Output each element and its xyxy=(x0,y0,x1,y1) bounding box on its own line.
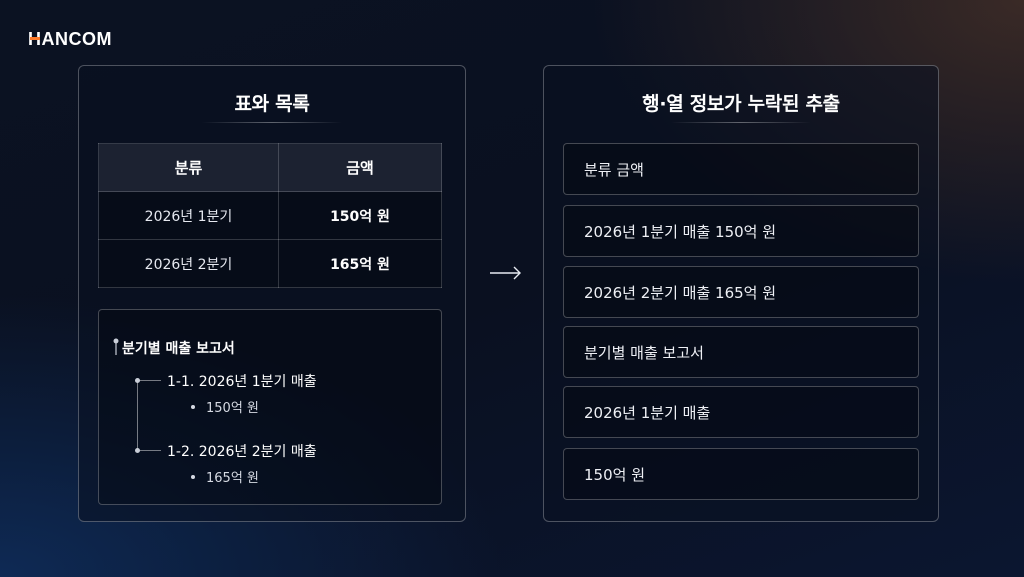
bullet-text: 150억 원 xyxy=(206,401,259,416)
table-header-row: 분류 금액 xyxy=(98,143,442,192)
left-title-divider xyxy=(202,122,342,123)
header-amount: 금액 xyxy=(278,143,442,192)
cell-amount: 165억 원 xyxy=(278,239,442,288)
list-item: 2026년 2분기 매출 165억 원 xyxy=(563,266,919,318)
outline-section-title: 1-1. 2026년 1분기 매출 xyxy=(167,374,317,390)
tree-branch xyxy=(135,448,161,453)
right-title-divider xyxy=(671,122,811,123)
table-and-list-panel: 표와 목록 분류 금액 2026년 1분기 150억 원 2026년 2분기 1… xyxy=(78,65,466,522)
cell-category: 2026년 1분기 xyxy=(98,191,279,240)
left-panel-title: 표와 목록 xyxy=(234,93,310,115)
outline-heading: 분기별 매출 보고서 xyxy=(122,341,235,357)
table-row: 2026년 2분기 165억 원 xyxy=(98,239,442,288)
outline-bullet-item: 150억 원 xyxy=(191,397,259,416)
extraction-result-panel: 행·열 정보가 누락된 추출 분류 금액 2026년 1분기 매출 150억 원… xyxy=(543,65,939,522)
list-item: 분기별 매출 보고서 xyxy=(563,326,919,378)
tree-branch xyxy=(135,378,161,383)
logo-letter-h: H xyxy=(28,29,42,49)
list-item: 분류 금액 xyxy=(563,143,919,195)
revenue-table: 분류 금액 2026년 1분기 150억 원 2026년 2분기 165억 원 xyxy=(98,143,442,288)
bullet-text: 165억 원 xyxy=(206,471,259,486)
report-outline: 분기별 매출 보고서 1-1. 2026년 1분기 매출 150억 원 1-2.… xyxy=(98,309,442,505)
table-row: 2026년 1분기 150억 원 xyxy=(98,191,442,240)
list-item: 2026년 1분기 매출 xyxy=(563,386,919,438)
bullet-icon xyxy=(191,474,195,479)
cell-amount: 150억 원 xyxy=(278,191,442,240)
outline-section-title: 1-2. 2026년 2분기 매출 xyxy=(167,444,317,460)
list-item: 2026년 1분기 매출 150억 원 xyxy=(563,205,919,257)
list-item: 150억 원 xyxy=(563,448,919,500)
pin-icon xyxy=(113,338,119,355)
header-category: 분류 xyxy=(98,143,279,192)
cell-category: 2026년 2분기 xyxy=(98,239,279,288)
bullet-icon xyxy=(191,404,195,409)
tree-connector xyxy=(137,380,138,450)
logo-text: ANCOM xyxy=(41,29,112,49)
right-panel-title: 행·열 정보가 누락된 추출 xyxy=(642,93,840,115)
outline-bullet-item: 165억 원 xyxy=(191,467,259,486)
right-arrow-icon xyxy=(490,266,521,280)
